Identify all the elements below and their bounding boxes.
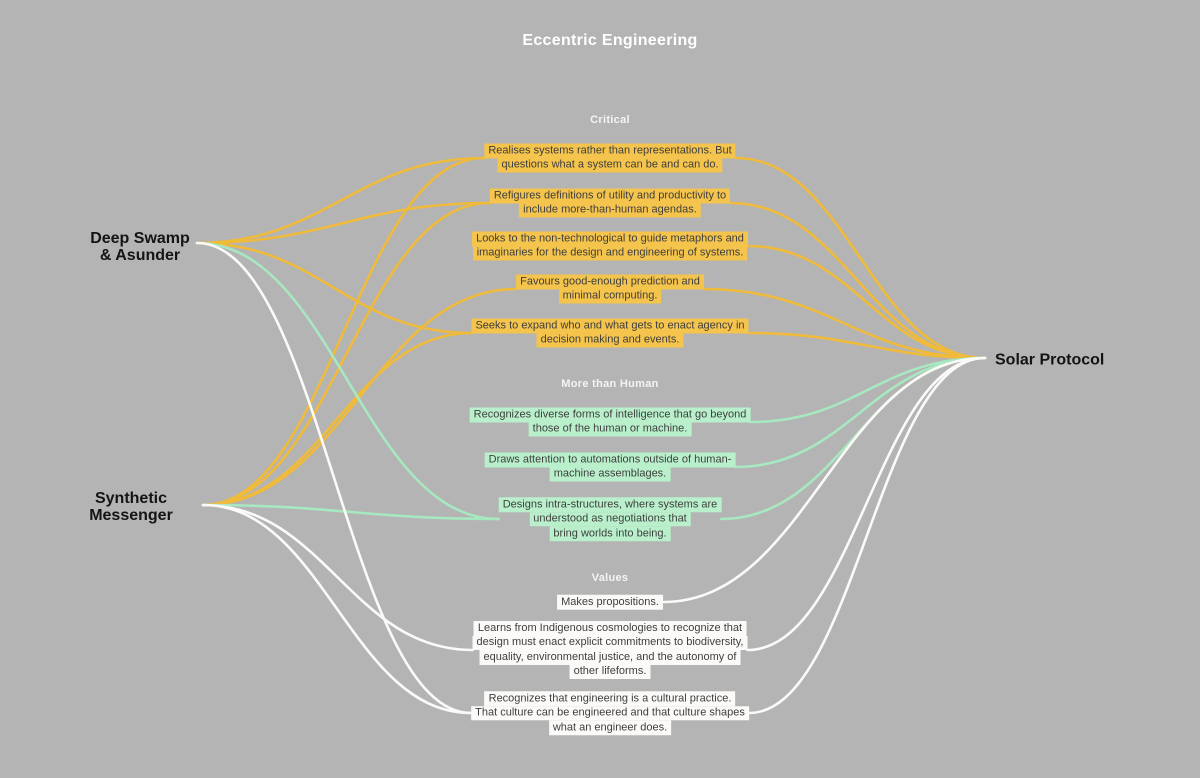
attribute-block-line: Recognizes that engineering is a cultura… [484, 691, 736, 706]
attribute-block-line: questions what a system can be and can d… [497, 158, 723, 173]
attribute-block-line: equality, environmental justice, and the… [479, 650, 741, 665]
attribute-block[interactable]: Refigures definitions of utility and pro… [489, 188, 731, 218]
attribute-block-line: That culture can be engineered and that … [471, 705, 749, 721]
attribute-block-line: Designs intra-structures, where systems … [498, 497, 722, 512]
connection-line [661, 356, 987, 604]
connection-line [734, 356, 987, 469]
group-heading-more-than-human: More than Human [561, 378, 659, 390]
attribute-block[interactable]: Looks to the non-technological to guide … [472, 231, 748, 261]
connection-line [747, 356, 987, 715]
attribute-block[interactable]: Designs intra-structures, where systems … [498, 497, 722, 541]
attribute-block-line: Looks to the non-technological to guide … [472, 231, 748, 246]
attribute-block-line: minimal computing. [558, 289, 662, 304]
attribute-block-line: machine assemblages. [549, 467, 671, 482]
attribute-block[interactable]: Seeks to expand who and what gets to ena… [471, 318, 749, 348]
attribute-block-line: bring worlds into being. [549, 526, 671, 541]
connection-line [201, 503, 473, 715]
connection-line [201, 331, 473, 507]
page-title: Eccentric Engineering [522, 32, 698, 49]
connection-line [746, 244, 987, 360]
attribute-block[interactable]: Recognizes that engineering is a cultura… [471, 691, 749, 735]
attribute-block-line: Recognizes diverse forms of intelligence… [469, 407, 751, 422]
attribute-block[interactable]: Draws attention to automations outside o… [484, 452, 736, 482]
connection-line [195, 201, 492, 245]
connection-line [201, 503, 501, 521]
group-heading-values: Values [591, 572, 629, 584]
attribute-block[interactable]: Learns from Indigenous cosmologies to re… [472, 621, 748, 679]
attribute-block-line: Seeks to expand who and what gets to ena… [471, 318, 749, 333]
attribute-block-line: decision making and events. [536, 333, 684, 348]
connection-line [195, 241, 473, 715]
attribute-block-line: Draws attention to automations outside o… [484, 452, 736, 467]
attribute-block-line: other lifeforms. [569, 664, 651, 679]
attribute-block[interactable]: Makes propositions. [557, 594, 663, 610]
attribute-block-line: imaginaries for the design and engineeri… [472, 246, 748, 261]
node-solar-protocol[interactable]: Solar Protocol [995, 351, 1105, 369]
connection-line [746, 356, 987, 652]
connection-line [201, 503, 474, 652]
connection-line [195, 156, 486, 245]
connection-line [195, 241, 501, 521]
attribute-block[interactable]: Realises systems rather than representat… [484, 143, 736, 173]
attribute-block-line: Realises systems rather than representat… [484, 143, 736, 158]
node-deep-swamp-line: & Asunder [99, 247, 181, 264]
attribute-block-line: Refigures definitions of utility and pro… [489, 188, 731, 203]
attribute-block-line: include more-than-human agendas. [519, 203, 701, 218]
connection-line [195, 241, 473, 335]
attribute-block-line: what an engineer does. [548, 720, 672, 735]
attribute-block-line: understood as negotiations that [529, 511, 691, 527]
attribute-block-line: Learns from Indigenous cosmologies to re… [473, 621, 747, 636]
connection-line [734, 156, 987, 360]
attribute-block-line: Makes propositions. [557, 594, 663, 610]
attribute-block-line: Favours good-enough prediction and [516, 274, 704, 289]
connection-line [749, 356, 987, 424]
connection-line [702, 287, 987, 360]
attribute-block-line: those of the human or machine. [528, 422, 692, 437]
node-deep-swamp-line: Deep Swamp [90, 230, 190, 247]
connection-line [201, 201, 492, 507]
node-synthetic-messenger-line: Synthetic [94, 490, 167, 507]
connection-line [201, 156, 486, 507]
group-heading-critical: Critical [590, 114, 630, 126]
attribute-block-line: design must enact explicit commitments t… [472, 635, 748, 650]
connection-line [747, 331, 987, 360]
node-synthetic-messenger-line: Messenger [89, 507, 173, 524]
node-deep-swamp[interactable]: Deep Swamp& Asunder [90, 230, 190, 264]
attribute-block[interactable]: Recognizes diverse forms of intelligence… [469, 407, 751, 437]
